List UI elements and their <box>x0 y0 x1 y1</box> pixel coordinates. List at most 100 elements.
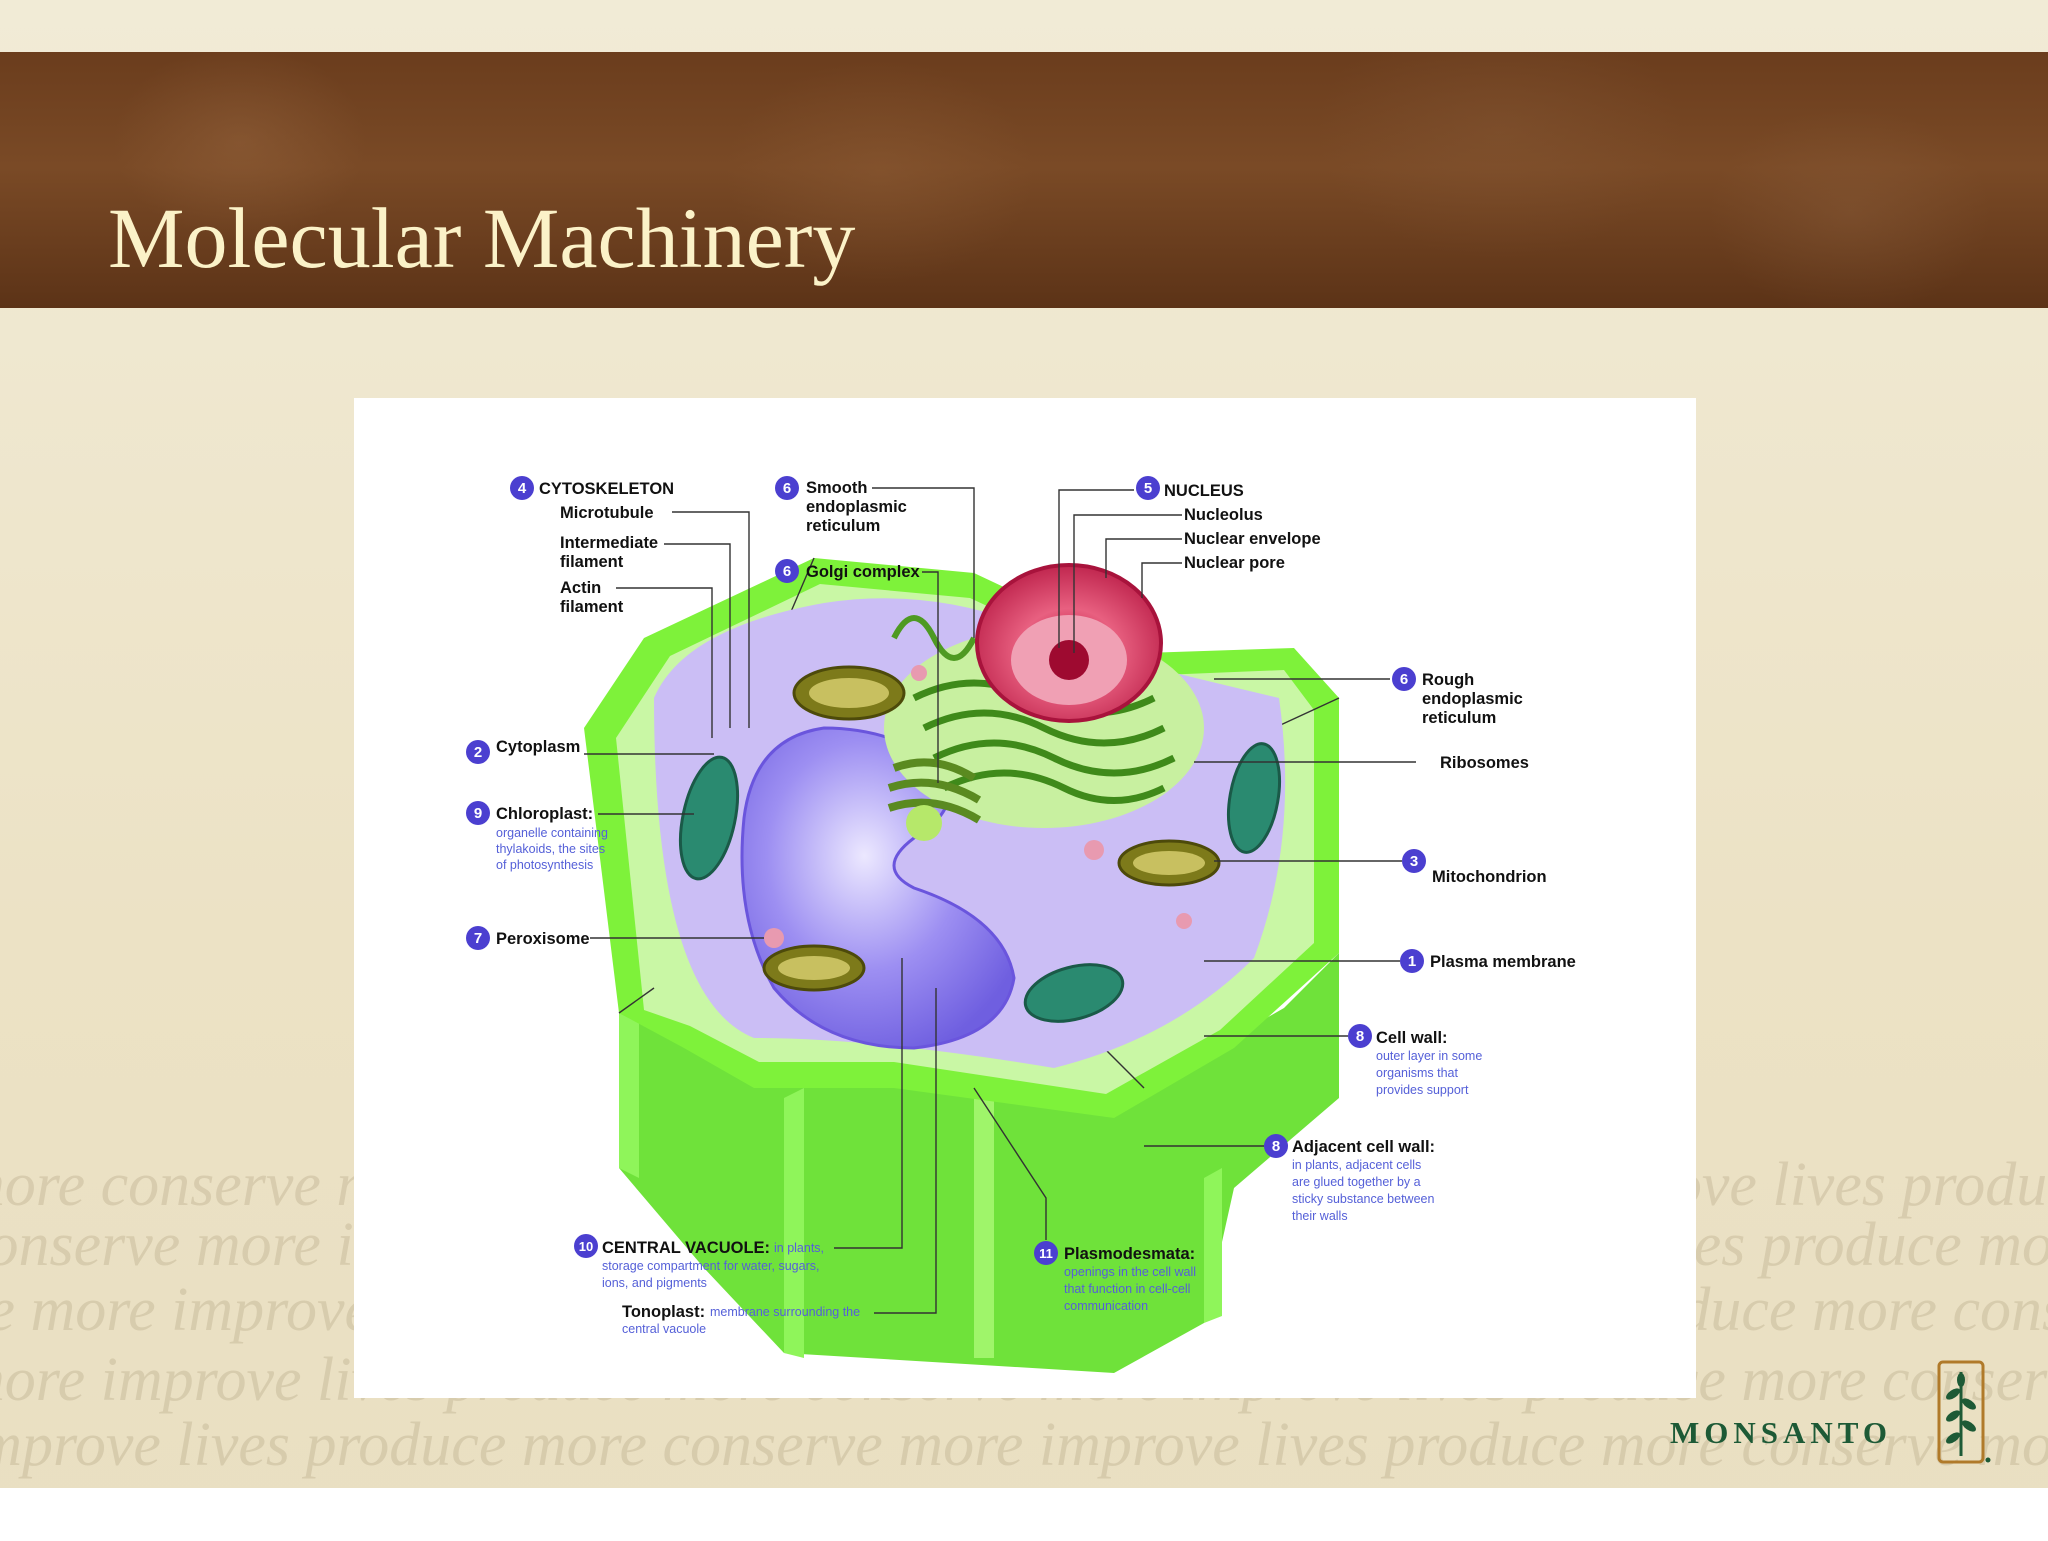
badge <box>466 801 490 825</box>
label-plasma-membrane: 1 Plasma membrane <box>1204 949 1576 973</box>
badge <box>1348 1024 1372 1048</box>
mitochondria <box>762 665 1221 992</box>
label-line: Smooth <box>806 479 867 497</box>
label-intermediate-filament: filament <box>560 553 624 571</box>
label-nuclear-pore: Nuclear pore <box>1184 554 1285 572</box>
label-desc: sticky substance between <box>1292 1192 1434 1206</box>
label-desc: central vacuole <box>622 1322 706 1336</box>
label-desc: provides support <box>1376 1083 1469 1097</box>
cell-diagram-panel: 4 CYTOSKELETON Microtubule Intermediate … <box>354 398 1696 1398</box>
label-desc: communication <box>1064 1299 1148 1313</box>
plant-cell-diagram: 4 CYTOSKELETON Microtubule Intermediate … <box>466 476 1576 1373</box>
badge-number: 5 <box>1144 480 1152 497</box>
label-golgi-complex: Golgi complex <box>806 563 921 581</box>
label-line: endoplasmic <box>1422 690 1523 708</box>
label-desc: in plants, adjacent cells <box>1292 1158 1421 1172</box>
golgi-complex <box>887 758 982 841</box>
badge-number: 6 <box>783 563 791 580</box>
label-desc: organelle containing <box>496 826 608 840</box>
label-desc: outer layer in some <box>1376 1049 1482 1063</box>
label-microtubule: Microtubule <box>560 504 654 522</box>
label-cell-wall: 8 Cell wall: outer layer in some organis… <box>1204 1024 1482 1097</box>
label-mitochondrion: Mitochondrion <box>1432 868 1547 886</box>
peroxisomes <box>764 665 1192 948</box>
label-desc: openings in the cell wall <box>1064 1265 1196 1279</box>
label-ribosomes: Ribosomes <box>1194 754 1529 772</box>
label-actin-filament: Actin <box>560 579 601 597</box>
label-central-vacuole: 10 CENTRAL VACUOLE: in plants, storage c… <box>574 958 903 1290</box>
watermark-line: improve lives produce more conserve more… <box>0 1411 2048 1479</box>
label-title: NUCLEUS <box>1164 482 1244 500</box>
badge <box>510 476 534 500</box>
slide-title: Molecular Machinery <box>108 190 856 286</box>
label-chloroplast: Chloroplast: <box>496 805 593 823</box>
badge <box>775 476 799 500</box>
badge <box>1136 476 1160 500</box>
label-desc: thylakoids, the sites <box>496 842 605 856</box>
label-adjacent-cell-wall: Adjacent cell wall: <box>1292 1138 1435 1156</box>
label-nucleolus: Nucleolus <box>1184 506 1263 524</box>
label-nuclear-envelope: Nuclear envelope <box>1184 530 1321 548</box>
brand-wordmark: MONSANTO <box>1670 1415 1893 1450</box>
badge <box>775 559 799 583</box>
label-plasma-membrane: Plasma membrane <box>1430 953 1576 971</box>
label-tonoplast: Tonoplast: <box>622 1303 705 1321</box>
badge-number: 9 <box>474 805 482 822</box>
footer-strip <box>0 1488 2048 1541</box>
label-line: Rough <box>1422 671 1474 689</box>
label-plasmodesmata: Plasmodesmata: <box>1064 1245 1195 1263</box>
badge <box>1402 849 1426 873</box>
badge <box>1400 949 1424 973</box>
header-band <box>0 52 2048 308</box>
label-cytoplasm: 2 Cytoplasm <box>466 738 714 764</box>
label-desc: storage compartment for water, sugars, <box>602 1259 819 1273</box>
label-cell-wall: Cell wall: <box>1376 1029 1448 1047</box>
badge-number: 8 <box>1272 1138 1280 1155</box>
badge-number: 4 <box>518 480 527 497</box>
label-desc: are glued together by a <box>1292 1175 1421 1189</box>
label-nucleus: 5 NUCLEUS Nucleolus Nuclear envelope Nuc… <box>1058 476 1321 653</box>
badge-number: 11 <box>1039 1246 1053 1261</box>
badge <box>466 740 490 764</box>
label-desc: membrane surrounding the <box>710 1305 860 1319</box>
badge-number: 6 <box>1400 671 1408 688</box>
wheat-sprig-icon <box>1937 1360 1991 1464</box>
badge <box>574 1234 598 1258</box>
label-title: CYTOSKELETON <box>539 480 674 498</box>
label-tonoplast: Tonoplast: membrane surrounding the cent… <box>622 988 937 1336</box>
label-smooth-er: 6 Smooth endoplasmic reticulum <box>775 476 975 638</box>
label-chloroplast: 9 Chloroplast: organelle containing thyl… <box>466 801 694 872</box>
label-line: reticulum <box>1422 709 1496 727</box>
badge-number: 6 <box>783 480 791 497</box>
label-peroxisome: 7 Peroxisome <box>466 926 764 950</box>
label-desc: organisms that <box>1376 1066 1459 1080</box>
label-desc: ions, and pigments <box>602 1276 707 1290</box>
label-adjacent-cell-wall: 8 Adjacent cell wall: in plants, adjacen… <box>1144 1134 1435 1223</box>
label-line: reticulum <box>806 517 880 535</box>
label-cytoskeleton: 4 CYTOSKELETON Microtubule Intermediate … <box>510 476 750 738</box>
label-line: endoplasmic <box>806 498 907 516</box>
label-desc: in plants, <box>774 1241 824 1255</box>
badge-number: 8 <box>1356 1028 1364 1045</box>
chloroplasts <box>678 742 1281 1023</box>
label-rough-er: 6 Rough endoplasmic reticulum <box>1214 667 1523 727</box>
badge <box>466 926 490 950</box>
badge-number: 1 <box>1408 953 1416 970</box>
label-ribosomes: Ribosomes <box>1440 754 1529 772</box>
label-desc: of photosynthesis <box>496 858 593 872</box>
badge <box>1034 1241 1058 1265</box>
label-mitochondrion: 3 Mitochondrion <box>1214 849 1547 886</box>
label-peroxisome: Peroxisome <box>496 930 590 948</box>
label-cytoplasm: Cytoplasm <box>496 738 580 756</box>
badge-number: 10 <box>579 1239 593 1254</box>
nucleus <box>975 563 1163 723</box>
label-central-vacuole: CENTRAL VACUOLE: <box>602 1239 770 1257</box>
label-desc: that function in cell-cell <box>1064 1282 1190 1296</box>
badge-number: 3 <box>1410 853 1418 870</box>
label-desc: their walls <box>1292 1209 1348 1223</box>
badge-number: 2 <box>474 744 482 761</box>
badge <box>1392 667 1416 691</box>
badge-number: 7 <box>474 930 482 947</box>
label-plasmodesmata: 11 Plasmodesmata: openings in the cell w… <box>973 1087 1196 1313</box>
label-golgi: 6 Golgi complex <box>775 559 939 783</box>
